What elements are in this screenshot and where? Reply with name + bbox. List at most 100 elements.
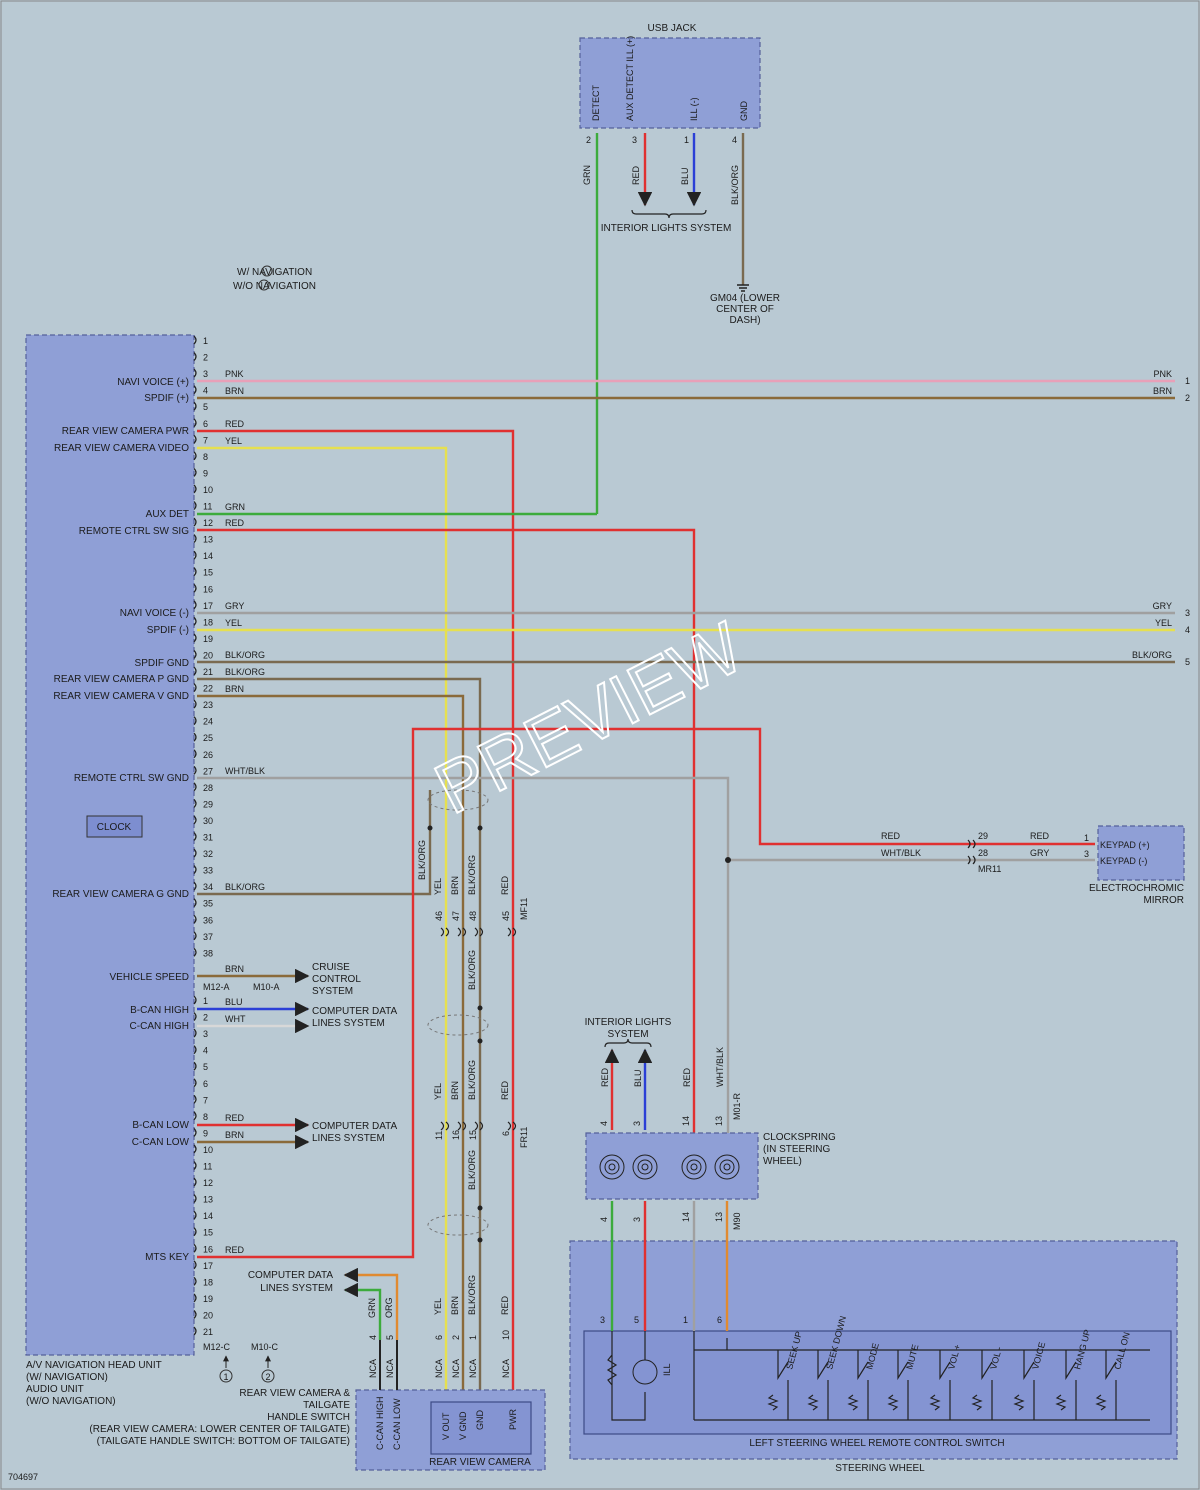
- svg-text:YEL: YEL: [433, 1083, 443, 1100]
- pin-number: 8: [203, 1112, 208, 1122]
- pin-number: 25: [203, 733, 213, 743]
- svg-text:REMOTE CTRL SW SIG: REMOTE CTRL SW SIG: [79, 526, 189, 537]
- pin-bracket: [193, 815, 197, 825]
- svg-text:3: 3: [600, 1315, 605, 1325]
- svg-text:GRY: GRY: [225, 601, 244, 611]
- pin-bracket: [193, 1161, 197, 1170]
- pin-number: 14: [203, 1211, 213, 1221]
- pin-number: 6: [203, 419, 208, 429]
- pin-bracket: [193, 881, 197, 891]
- svg-text:LEFT STEERING WHEEL REMOTE CON: LEFT STEERING WHEEL REMOTE CONTROL SWITC…: [749, 1438, 1004, 1449]
- pin-bracket: [193, 1210, 197, 1220]
- svg-text:45: 45: [501, 911, 511, 921]
- svg-text:LINES SYSTEM: LINES SYSTEM: [312, 1018, 385, 1029]
- pin-bracket: [193, 1111, 197, 1121]
- pin-bracket: [193, 1012, 197, 1021]
- svg-text:RED: RED: [682, 1067, 692, 1087]
- pin-number: 16: [203, 1244, 213, 1254]
- nca-label: NCA: [385, 1359, 395, 1378]
- svg-text:M12-C: M12-C: [203, 1342, 231, 1352]
- svg-text:BRN: BRN: [225, 1130, 244, 1140]
- pin-number: 9: [203, 468, 208, 478]
- svg-text:INTERIOR LIGHTS: INTERIOR LIGHTS: [585, 1017, 672, 1028]
- nca-label: NCA: [368, 1359, 378, 1378]
- svg-text:HANDLE SWITCH: HANDLE SWITCH: [267, 1412, 350, 1423]
- pin-number: 14: [203, 551, 213, 561]
- pin-number: 15: [203, 568, 213, 578]
- pin-number: 20: [203, 1310, 213, 1320]
- wire-red-remote-sig: [197, 528, 696, 1135]
- svg-text:YEL: YEL: [225, 436, 242, 446]
- pin-bracket: [193, 467, 197, 477]
- svg-text:M90: M90: [732, 1212, 742, 1230]
- svg-text:BLK/ORG: BLK/ORG: [730, 165, 740, 205]
- pin-number: 16: [203, 584, 213, 594]
- svg-text:6: 6: [434, 1335, 444, 1340]
- svg-text:GRN: GRN: [582, 165, 592, 185]
- pin-bracket: [193, 898, 197, 908]
- svg-text:AUX DET: AUX DET: [146, 509, 189, 520]
- switch-contact: [929, 1350, 951, 1420]
- svg-text:(TAILGATE HANDLE SWITCH: BOTTO: (TAILGATE HANDLE SWITCH: BOTTOM OF TAILG…: [97, 1436, 350, 1447]
- ground-symbol: [737, 284, 749, 292]
- pin-bracket: [193, 931, 197, 941]
- pin-bracket: [193, 1078, 197, 1088]
- svg-text:1: 1: [223, 1372, 228, 1382]
- usb-pin-gnd: GND: [739, 101, 749, 122]
- svg-text:BRN: BRN: [225, 684, 244, 694]
- switch-contact: [1055, 1350, 1077, 1420]
- pin-number: 30: [203, 816, 213, 826]
- pin-number: 10: [203, 1145, 213, 1155]
- svg-text:NAVI VOICE (-): NAVI VOICE (-): [120, 608, 189, 619]
- pin-bracket: [193, 699, 197, 709]
- pin-number: 7: [203, 435, 208, 445]
- pin-bracket: [193, 832, 197, 841]
- svg-text:16: 16: [451, 1130, 461, 1140]
- pin-bracket: [193, 995, 197, 1005]
- nca-label: NCA: [501, 1359, 511, 1378]
- legend-nonav: W/O NAVIGATION: [233, 281, 316, 292]
- pin-number: 9: [203, 1128, 208, 1138]
- svg-text:TAILGATE: TAILGATE: [303, 1400, 350, 1411]
- svg-text:VEHICLE SPEED: VEHICLE SPEED: [110, 972, 189, 983]
- pin-bracket: [193, 501, 197, 510]
- svg-text:1: 1: [1185, 376, 1190, 386]
- svg-text:RED: RED: [500, 1295, 510, 1315]
- svg-text:3: 3: [632, 1217, 642, 1222]
- usb-pin-detect: DETECT: [591, 84, 601, 121]
- svg-text:SYSTEM: SYSTEM: [607, 1029, 648, 1040]
- svg-text:BLK/ORG: BLK/ORG: [225, 882, 265, 892]
- pin-number: 29: [203, 799, 213, 809]
- clockspring-coils: [599, 1154, 740, 1180]
- svg-text:PNK: PNK: [225, 369, 244, 379]
- svg-text:COMPUTER DATA: COMPUTER DATA: [312, 1006, 398, 1017]
- svg-text:RED: RED: [881, 831, 901, 841]
- remote-control-switch: [583, 1330, 1172, 1435]
- pin-number: 17: [203, 601, 213, 611]
- svg-text:5: 5: [1185, 657, 1190, 667]
- svg-text:BLK/ORG: BLK/ORG: [467, 1060, 477, 1100]
- pin-number: 37: [203, 932, 213, 942]
- svg-text:B-CAN LOW: B-CAN LOW: [132, 1120, 189, 1131]
- svg-text:PNK: PNK: [1153, 369, 1172, 379]
- pin-number: 7: [203, 1095, 208, 1105]
- pin-number: 5: [203, 402, 208, 412]
- pin-number: 28: [203, 783, 213, 793]
- pin-bracket: [193, 1276, 197, 1286]
- svg-text:BRN: BRN: [225, 964, 244, 974]
- pin-number: 19: [203, 1294, 213, 1304]
- pin-bracket: [193, 583, 197, 593]
- svg-text:M01-R: M01-R: [732, 1092, 742, 1120]
- svg-text:YEL: YEL: [433, 878, 443, 895]
- svg-text:WHT/BLK: WHT/BLK: [225, 766, 265, 776]
- svg-text:STEERING WHEEL: STEERING WHEEL: [835, 1463, 925, 1474]
- svg-text:RED: RED: [600, 1067, 610, 1087]
- svg-text:3: 3: [1084, 849, 1089, 859]
- svg-text:5: 5: [634, 1315, 639, 1325]
- svg-text:YEL: YEL: [225, 618, 242, 628]
- pin-bracket: [193, 1045, 197, 1055]
- svg-text:BLK/ORG: BLK/ORG: [467, 950, 477, 990]
- svg-text:COMPUTER DATA: COMPUTER DATA: [312, 1121, 398, 1132]
- right-pin-numbers: 1 2 3 4 5: [1185, 376, 1190, 667]
- switch-contact: [887, 1350, 909, 1420]
